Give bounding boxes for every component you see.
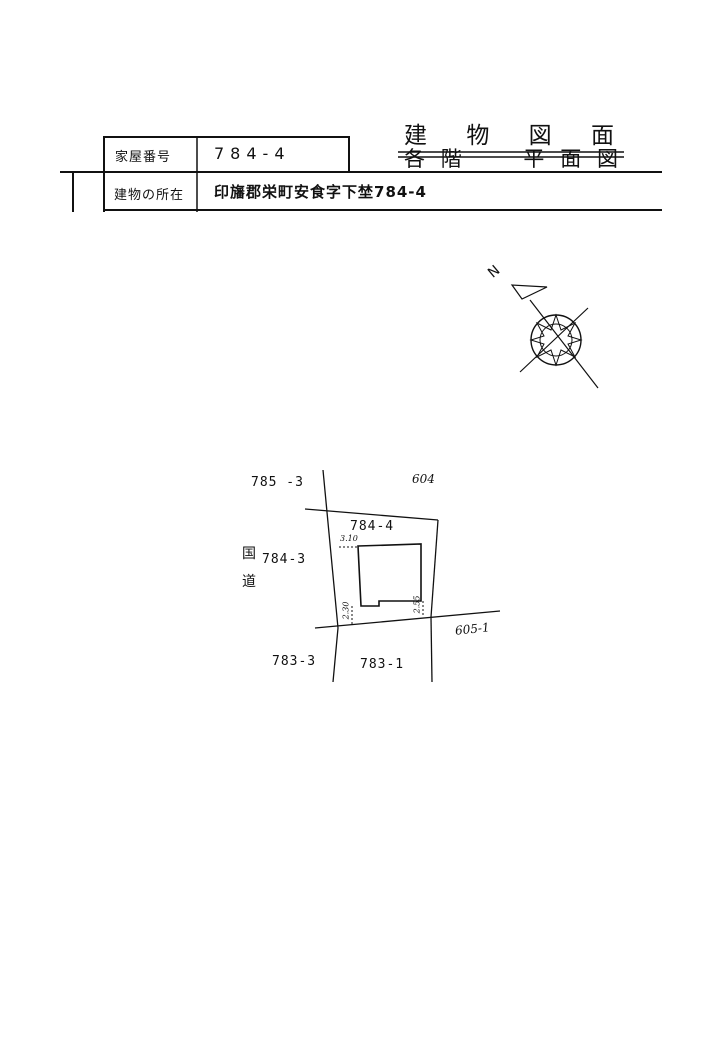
location-value: 印旛郡栄町安食字下埜784-4	[214, 183, 427, 201]
title-char: 図	[528, 123, 552, 149]
road-label-char: 国	[242, 546, 256, 562]
house-number-label: 家屋番号	[115, 150, 172, 165]
lot-783-1: 783-1	[360, 657, 405, 672]
subtitle-char: 平	[523, 147, 545, 171]
compass-icon	[510, 284, 599, 389]
title-strike-lines	[398, 151, 624, 158]
dimension-top: 3.10	[340, 534, 358, 543]
lot-783-3: 783-3	[272, 654, 317, 669]
subtitle-char: 図	[596, 147, 618, 171]
drawing-subtitle-struck: 各 階 平 面 図	[404, 143, 618, 173]
building-outline	[357, 543, 422, 607]
lot-785-3: 785 -3	[251, 475, 304, 490]
dimension-right: 2.55	[412, 595, 422, 614]
location-label: 建物の所在	[114, 188, 185, 203]
subtitle-char: 階	[440, 147, 462, 171]
title-char: 面	[590, 123, 614, 149]
road-label: 国 道	[242, 540, 256, 596]
header-table-frame	[60, 136, 662, 212]
site-plan	[304, 469, 501, 683]
lot-784-3: 784-3	[262, 552, 307, 567]
road-label-char: 道	[242, 574, 256, 590]
lot-604: 604	[412, 472, 435, 486]
subtitle-char: 各	[404, 147, 425, 171]
dimension-left: 2.30	[341, 601, 351, 620]
house-number-value: 784-4	[214, 144, 291, 163]
lot-784-4: 784-4	[350, 519, 395, 534]
title-char: 建	[404, 123, 427, 149]
title-char: 物	[466, 123, 490, 149]
subtitle-char: 面	[560, 147, 582, 171]
drawing-title: 建 物 図 面	[404, 116, 614, 150]
